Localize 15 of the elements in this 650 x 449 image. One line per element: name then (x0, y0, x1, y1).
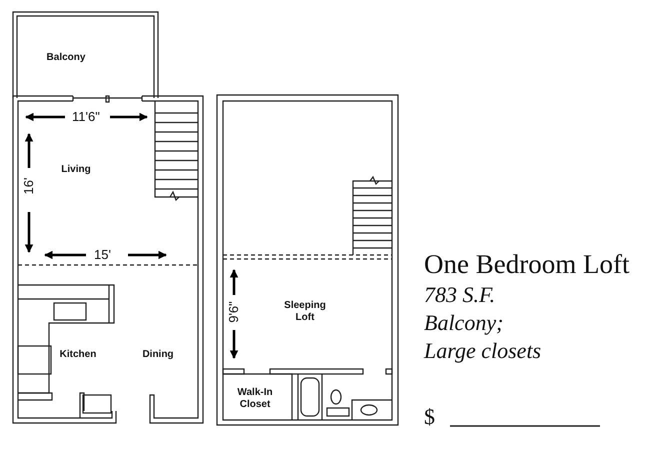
room-label: Balcony (46, 52, 86, 64)
room-label: Living (60, 164, 92, 176)
dimension-label: 15' (94, 248, 112, 262)
area-text: 783 S.F. (424, 283, 496, 307)
room-label: Kitchen (58, 349, 98, 361)
price-label: $ (424, 405, 435, 429)
room-label: Dining (141, 349, 175, 361)
title: One Bedroom Loft (424, 250, 630, 279)
dimension-label: 16' (22, 176, 36, 196)
dimension-label: 11'6" (72, 110, 101, 124)
dimension-label: 9'6" (227, 300, 241, 325)
feature-text: Large closets (424, 339, 542, 363)
room-label: Walk-In Closet (236, 387, 274, 411)
feature-text: Balcony; (424, 311, 504, 335)
room-label: Sleeping Loft (283, 300, 327, 324)
